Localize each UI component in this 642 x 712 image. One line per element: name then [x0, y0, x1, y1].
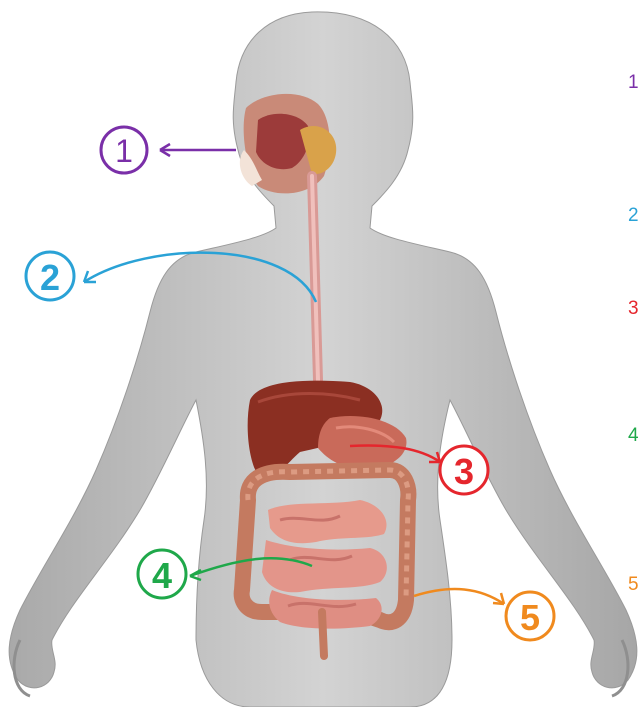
callout-number-5: 5 — [520, 597, 540, 638]
side-number-2: 2 — [628, 205, 639, 227]
callout-number-4: 4 — [152, 555, 172, 596]
callout-badge-2: 2 — [26, 252, 74, 300]
side-number-5: 5 — [628, 574, 639, 596]
callout-badge-3: 3 — [440, 446, 488, 494]
callout-number-1: 1 — [115, 133, 133, 169]
rectum-organ — [322, 612, 324, 656]
side-number-4: 4 — [628, 425, 639, 447]
callout-badge-4: 4 — [138, 550, 186, 598]
callout-number-3: 3 — [454, 451, 474, 492]
callout-badge-1: 1 — [101, 127, 147, 173]
callout-number-2: 2 — [40, 257, 60, 298]
mouth-organ — [240, 94, 336, 194]
side-number-1: 1 — [628, 72, 639, 94]
side-number-3: 3 — [628, 298, 639, 320]
callout-badge-5: 5 — [506, 592, 554, 640]
